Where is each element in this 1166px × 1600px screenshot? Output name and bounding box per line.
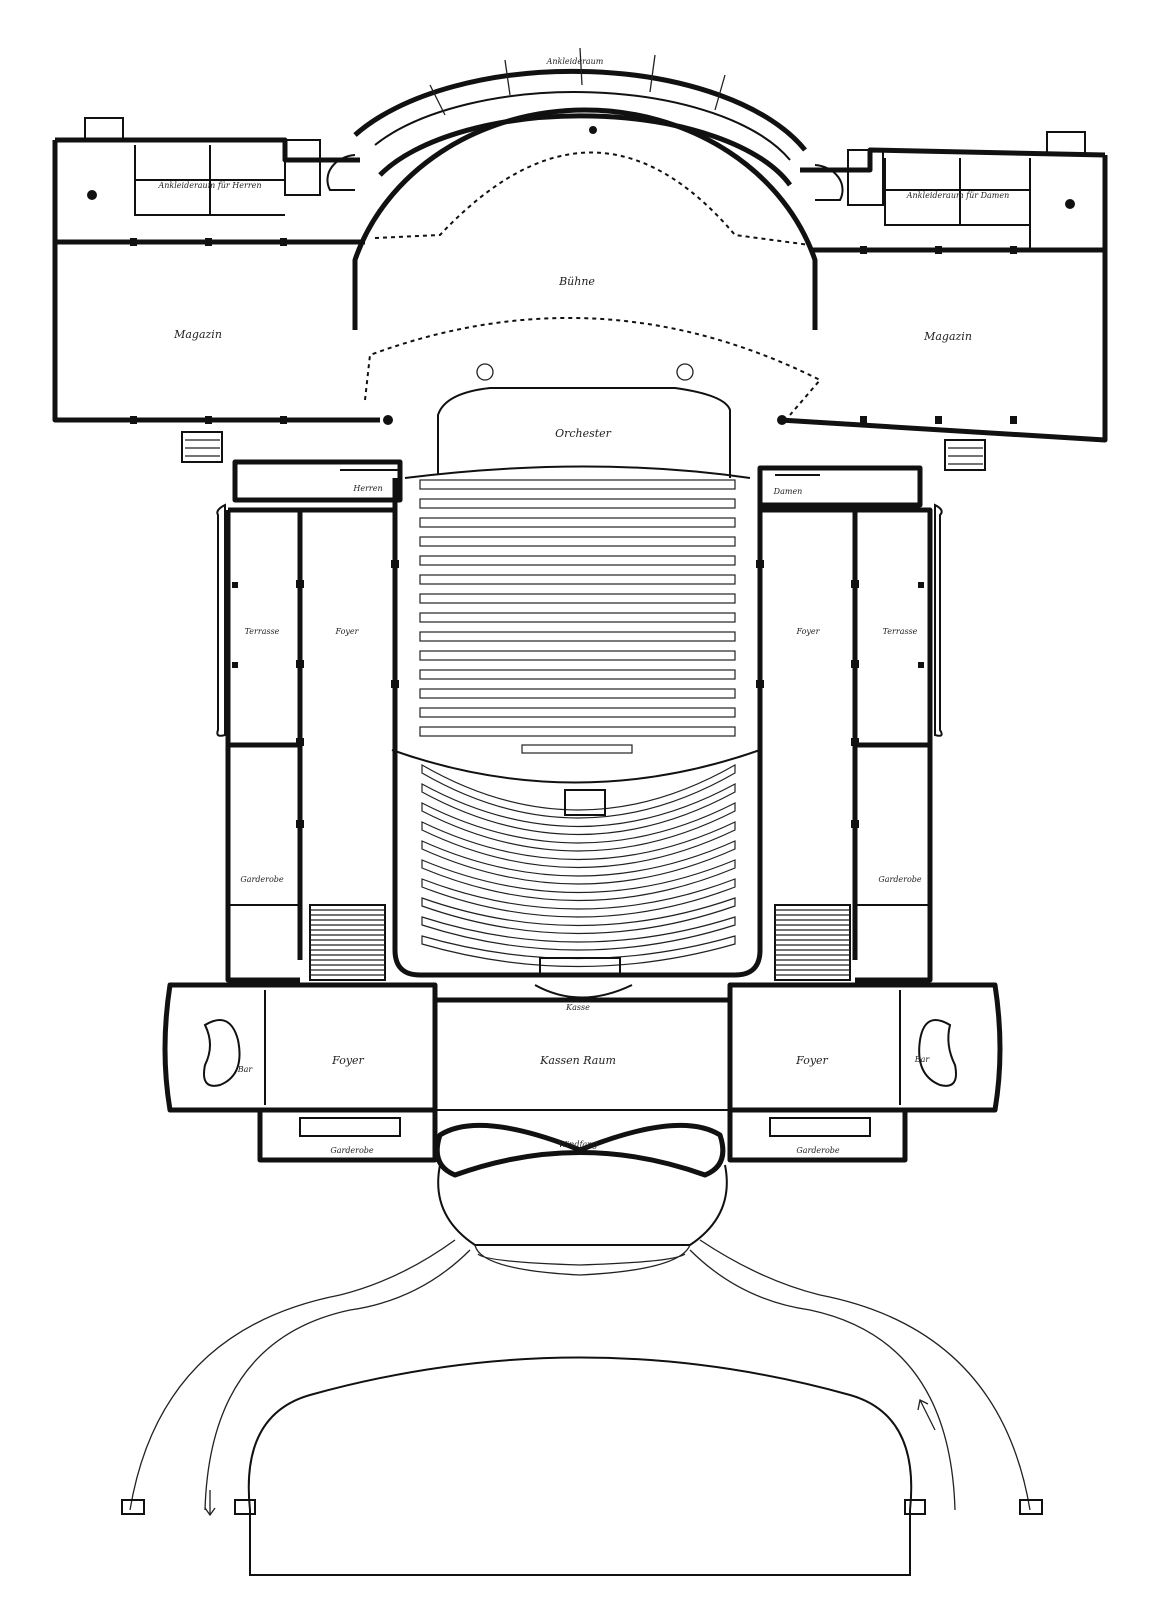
label-terrasse-left: Terrasse <box>245 627 280 636</box>
seat-row-curved <box>421 878 736 918</box>
seat-row-curved <box>421 935 736 968</box>
label-garderobe-bottom-left: Garderobe <box>330 1146 374 1155</box>
label-bar-left: Bar <box>237 1065 254 1074</box>
label-garderobe-right: Garderobe <box>878 875 922 884</box>
seat-row <box>419 555 736 566</box>
seat-row-curved <box>421 763 736 819</box>
seat-row <box>419 593 736 604</box>
seat-row <box>419 726 736 737</box>
seat-row-curved <box>421 802 736 852</box>
seat-row-curved <box>421 897 736 935</box>
entrance-block <box>162 982 1003 1178</box>
seat-row-curved <box>421 859 736 902</box>
label-foyer-bottom-right: Foyer <box>795 1054 828 1067</box>
seat-row <box>419 650 736 661</box>
seat-row-curved <box>421 821 736 868</box>
label-herren: Herren <box>352 484 382 493</box>
label-dressing-men: Ankleideraum für Herren <box>157 181 261 190</box>
label-dressing-top: Ankleideraum <box>546 57 604 66</box>
seat-row <box>419 707 736 718</box>
side-foyers <box>216 503 943 983</box>
label-garderobe-left: Garderobe <box>240 875 284 884</box>
label-kassenraum: Kassen Raum <box>539 1054 616 1067</box>
label-damen: Damen <box>773 487 803 496</box>
stair-treads <box>310 909 850 976</box>
label-foyer-bottom-left: Foyer <box>331 1054 364 1067</box>
room-labels: Ankleideraum Ankleideraum für Herren Ank… <box>157 57 1009 1155</box>
seat-row-curved <box>421 840 736 885</box>
label-foyer-left: Foyer <box>334 627 359 636</box>
label-bar-right: Bar <box>914 1055 931 1064</box>
label-magazine-right: Magazin <box>923 330 972 343</box>
label-kasse: Kasse <box>565 1003 590 1012</box>
seat-row <box>419 536 736 547</box>
seat-row <box>419 631 736 642</box>
label-orchestra: Orchester <box>555 427 612 440</box>
label-dressing-women: Ankleideraum für Damen <box>906 191 1010 200</box>
seat-row <box>419 517 736 528</box>
label-garderobe-bottom-right: Garderobe <box>796 1146 840 1155</box>
seat-row <box>419 479 736 490</box>
label-terrasse-right: Terrasse <box>883 627 918 636</box>
label-windfang: Windfang <box>559 1140 598 1149</box>
backstage-wing <box>52 47 1108 471</box>
seat-row <box>419 669 736 680</box>
seat-row-curved <box>421 916 736 951</box>
seat-row <box>521 744 633 754</box>
seat-row <box>419 688 736 699</box>
seat-row <box>419 574 736 585</box>
auditorium <box>232 387 923 978</box>
carriage-ramp <box>121 1164 1043 1576</box>
label-stage: Bühne <box>558 275 595 288</box>
seat-row <box>419 498 736 509</box>
seating-rows <box>419 479 736 968</box>
label-foyer-right: Foyer <box>795 627 820 636</box>
seat-row-curved <box>421 782 736 835</box>
label-magazine-left: Magazin <box>173 328 222 341</box>
seat-row <box>419 612 736 623</box>
